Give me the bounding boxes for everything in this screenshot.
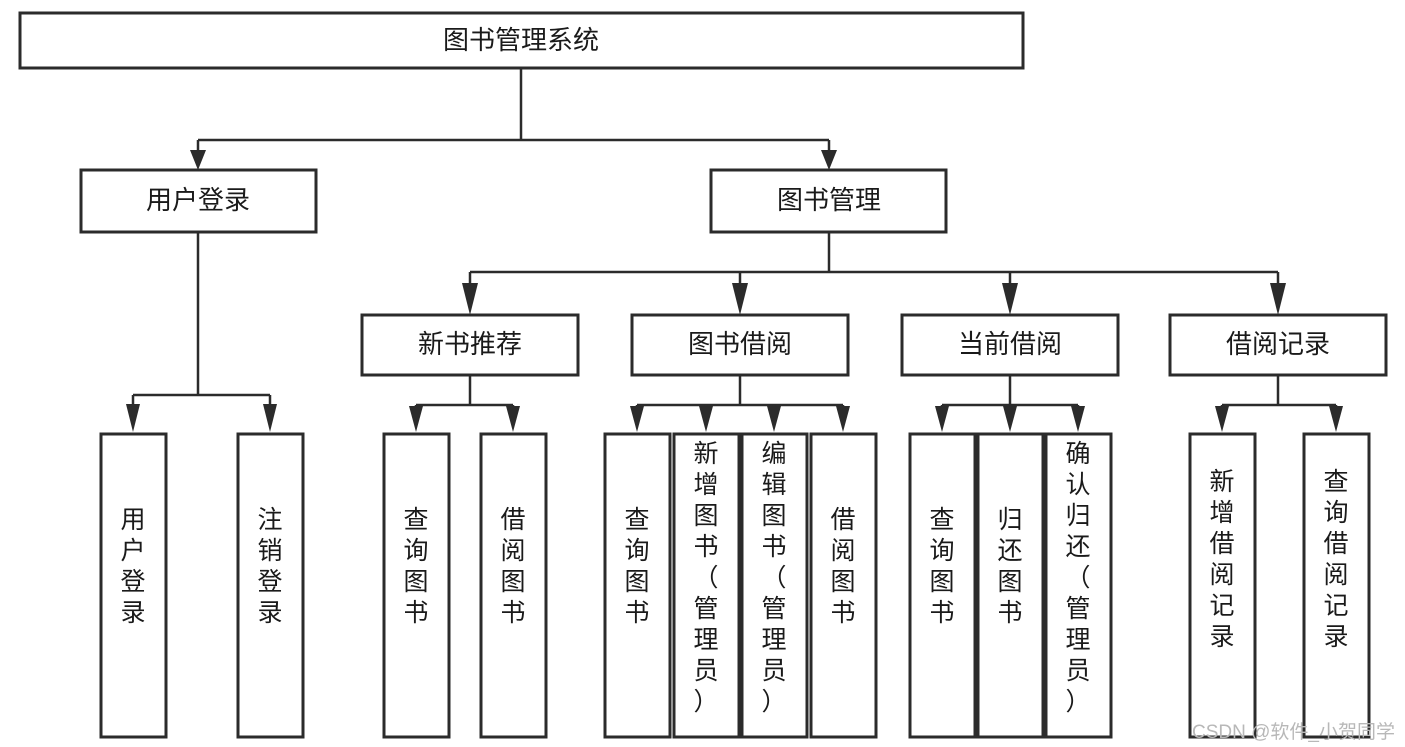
arrow-to-user-login: [190, 150, 206, 170]
leaf-borrow-book-1-label: 借阅图书: [500, 506, 525, 627]
leaf-confirm-return-label: 确认归还（管理员）: [1065, 440, 1090, 716]
arrow-to-new-book-recommend: [462, 283, 478, 315]
arrow-to-leaf-query-book-3: [935, 406, 949, 432]
arrow-to-current-borrow: [1002, 283, 1018, 315]
book-manage-label: 图书管理: [777, 185, 881, 215]
node-leaf-confirm-return[interactable]: 确认归还（管理员）: [1044, 432, 1113, 739]
new-book-recommend-label: 新书推荐: [418, 329, 522, 359]
leaf-user-login-label: 用户登录: [120, 506, 145, 627]
leaf-add-book-box[interactable]: [672, 432, 741, 739]
leaf-return-book-box[interactable]: [976, 432, 1045, 739]
node-leaf-edit-book[interactable]: 编辑图书（管理员）: [740, 432, 809, 739]
root-box[interactable]: [18, 11, 1025, 70]
node-leaf-query-book-1[interactable]: 查询图书: [382, 432, 451, 739]
book-borrow-label: 图书借阅: [688, 329, 792, 359]
leaf-add-record-label: 新增借阅记录: [1209, 468, 1234, 651]
node-leaf-query-record[interactable]: 查询借阅记录: [1302, 432, 1371, 739]
arrow-to-leaf-add-record: [1215, 406, 1229, 432]
arrow-to-leaf-add-book: [699, 406, 713, 432]
node-user-login[interactable]: 用户登录: [79, 168, 318, 234]
csdn-watermark: CSDN @软件_小贺同学: [1192, 721, 1395, 743]
current-borrow-label: 当前借阅: [958, 329, 1062, 359]
arrow-to-leaf-borrow-book-2: [836, 406, 850, 432]
root-label: 图书管理系统: [443, 25, 599, 55]
node-leaf-add-book[interactable]: 新增图书（管理员）: [672, 432, 741, 739]
leaf-add-record-box[interactable]: [1188, 432, 1257, 739]
arrow-to-book-borrow: [732, 283, 748, 315]
leaf-query-record-box[interactable]: [1302, 432, 1371, 739]
leaf-nodes-layer: 用户登录 注销登录 查询图书 借阅图书 查询图书 新增图书（管理员）: [99, 432, 1371, 739]
leaf-user-login-box[interactable]: [99, 432, 168, 739]
leaf-confirm-return-box[interactable]: [1044, 432, 1113, 739]
node-leaf-add-record[interactable]: 新增借阅记录: [1188, 432, 1257, 739]
node-leaf-query-book-3[interactable]: 查询图书: [908, 432, 977, 739]
leaf-add-book-label: 新增图书（管理员）: [693, 440, 718, 716]
book-manage-box[interactable]: [709, 168, 948, 234]
node-leaf-borrow-book-1[interactable]: 借阅图书: [479, 432, 548, 739]
leaf-query-book-1-box[interactable]: [382, 432, 451, 739]
node-book-manage[interactable]: 图书管理: [709, 168, 948, 234]
arrow-to-leaf-borrow-book-1: [506, 406, 520, 432]
leaf-logout-label: 注销登录: [257, 506, 282, 627]
node-leaf-logout[interactable]: 注销登录: [236, 432, 305, 739]
leaf-edit-book-label: 编辑图书（管理员）: [761, 440, 786, 716]
leaf-query-book-3-box[interactable]: [908, 432, 977, 739]
arrow-to-book-manage: [821, 150, 837, 170]
new-book-recommend-box[interactable]: [360, 313, 580, 377]
leaf-query-record-label: 查询借阅记录: [1323, 468, 1348, 651]
node-current-borrow[interactable]: 当前借阅: [900, 313, 1120, 377]
edges-layer: [126, 68, 1343, 432]
node-book-borrow[interactable]: 图书借阅: [630, 313, 850, 377]
user-login-label: 用户登录: [146, 185, 250, 215]
arrow-to-borrow-record: [1270, 283, 1286, 315]
leaf-borrow-book-1-box[interactable]: [479, 432, 548, 739]
arrow-to-leaf-query-book-1: [409, 406, 423, 432]
node-borrow-record[interactable]: 借阅记录: [1168, 313, 1388, 377]
node-new-book-recommend[interactable]: 新书推荐: [360, 313, 580, 377]
user-login-box[interactable]: [79, 168, 318, 234]
node-leaf-borrow-book-2[interactable]: 借阅图书: [809, 432, 878, 739]
node-leaf-query-book-2[interactable]: 查询图书: [603, 432, 672, 739]
leaf-query-book-2-box[interactable]: [603, 432, 672, 739]
arrow-to-leaf-query-record: [1329, 406, 1343, 432]
borrow-record-label: 借阅记录: [1226, 329, 1330, 359]
leaf-borrow-book-2-label: 借阅图书: [830, 506, 855, 627]
arrow-to-leaf-confirm-return: [1071, 406, 1085, 432]
arrow-to-leaf-query-book-2: [630, 406, 644, 432]
leaf-return-book-label: 归还图书: [997, 506, 1022, 627]
book-borrow-box[interactable]: [630, 313, 850, 377]
leaf-query-book-1-label: 查询图书: [403, 506, 428, 627]
arrow-to-leaf-edit-book: [767, 406, 781, 432]
arrow-to-leaf-user-login: [126, 404, 140, 432]
leaf-query-book-2-label: 查询图书: [624, 506, 649, 627]
leaf-query-book-3-label: 查询图书: [929, 506, 954, 627]
leaf-edit-book-box[interactable]: [740, 432, 809, 739]
leaf-logout-box[interactable]: [236, 432, 305, 739]
node-leaf-user-login[interactable]: 用户登录: [99, 432, 168, 739]
arrow-to-leaf-return-book: [1003, 406, 1017, 432]
node-root[interactable]: 图书管理系统: [18, 11, 1025, 70]
leaf-borrow-book-2-box[interactable]: [809, 432, 878, 739]
arrow-to-leaf-logout: [263, 404, 277, 432]
current-borrow-box[interactable]: [900, 313, 1120, 377]
node-leaf-return-book[interactable]: 归还图书: [976, 432, 1045, 739]
borrow-record-box[interactable]: [1168, 313, 1388, 377]
